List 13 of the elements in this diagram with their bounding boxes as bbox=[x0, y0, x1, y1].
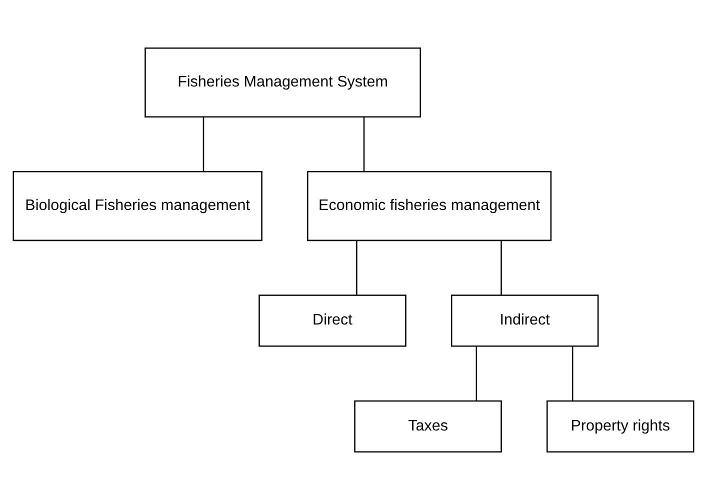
node-box: Fisheries Management System bbox=[144, 46, 422, 118]
node-box: Taxes bbox=[354, 400, 502, 452]
connector bbox=[500, 240, 502, 295]
node-box: Direct bbox=[258, 294, 406, 346]
connector bbox=[202, 116, 204, 171]
node-box: Biological Fisheries management bbox=[12, 170, 262, 241]
node-box: Property rights bbox=[546, 400, 694, 452]
connector bbox=[476, 346, 478, 400]
connector bbox=[572, 346, 574, 400]
node-box: Indirect bbox=[450, 294, 599, 346]
connector bbox=[356, 240, 358, 295]
connector bbox=[363, 116, 365, 171]
node-box: Economic fisheries management bbox=[307, 170, 552, 241]
